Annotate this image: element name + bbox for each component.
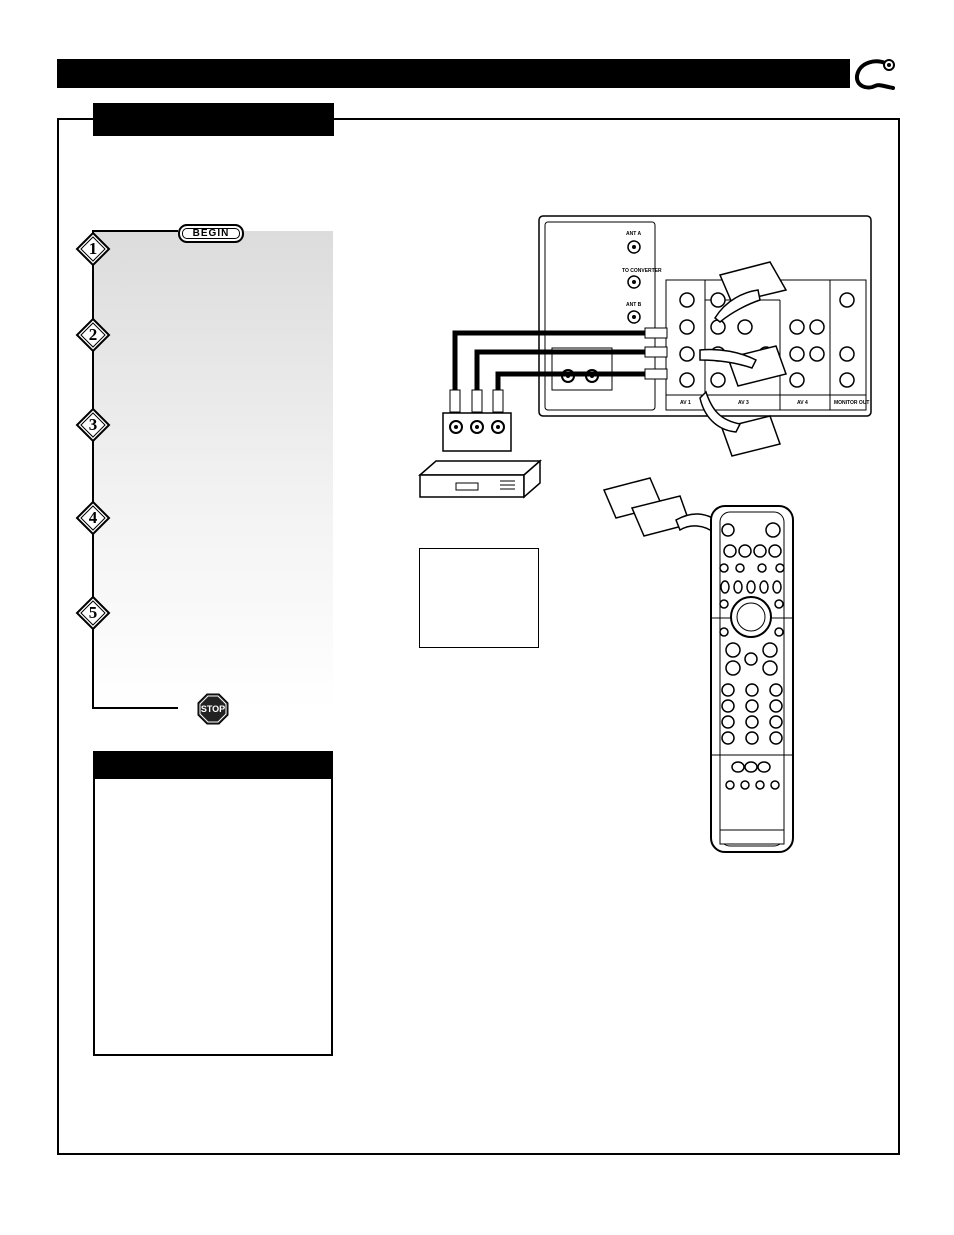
section-heading-tab [93,103,334,136]
monitor-out-label: MONITOR OUT [834,400,869,406]
steps-timeline [92,231,94,709]
connection-diagram: ANT A TO CONVERTER ANT B AV 1 AV 3 AV 4 … [418,215,872,853]
stop-sign-icon: STOP [197,693,229,725]
notes-header [93,751,333,779]
to-converter-label: TO CONVERTER [622,268,662,274]
stop-label: STOP [200,704,226,714]
step-2-marker: 2 [75,317,111,353]
step-5-marker: 5 [75,595,111,631]
pointing-hand-icon [602,261,788,537]
step-5-number: 5 [88,603,98,622]
av4-label: AV 4 [797,400,808,406]
step-3-marker: 3 [75,407,111,443]
tv-screen-illustration [419,548,539,648]
steps-panel [92,231,333,709]
notes-box [93,751,333,1056]
tv-rear-panel: ANT A TO CONVERTER ANT B AV 1 AV 3 AV 4 … [538,215,872,417]
source-jack-plate [442,412,512,452]
av1-label: AV 1 [680,400,691,406]
av3-label: AV 3 [738,400,749,406]
content-frame [57,118,900,1155]
title-bar [57,59,850,88]
begin-badge: BEGIN [178,224,244,243]
step-4-marker: 4 [75,500,111,536]
step-3-number: 3 [88,415,98,434]
ant-a-label: ANT A [626,231,641,237]
step-4-number: 4 [88,508,98,527]
dvd-player-illustration [418,459,542,499]
component-cables [452,330,650,392]
remote-control-illustration [710,505,794,853]
cable-plug-logo-icon [853,58,897,92]
ant-b-label: ANT B [626,302,642,308]
timeline-start-line [92,230,178,232]
step-1-marker: 1 [75,231,111,267]
step-2-number: 2 [88,325,98,344]
step-1-number: 1 [88,239,98,258]
timeline-end-line [92,707,178,709]
